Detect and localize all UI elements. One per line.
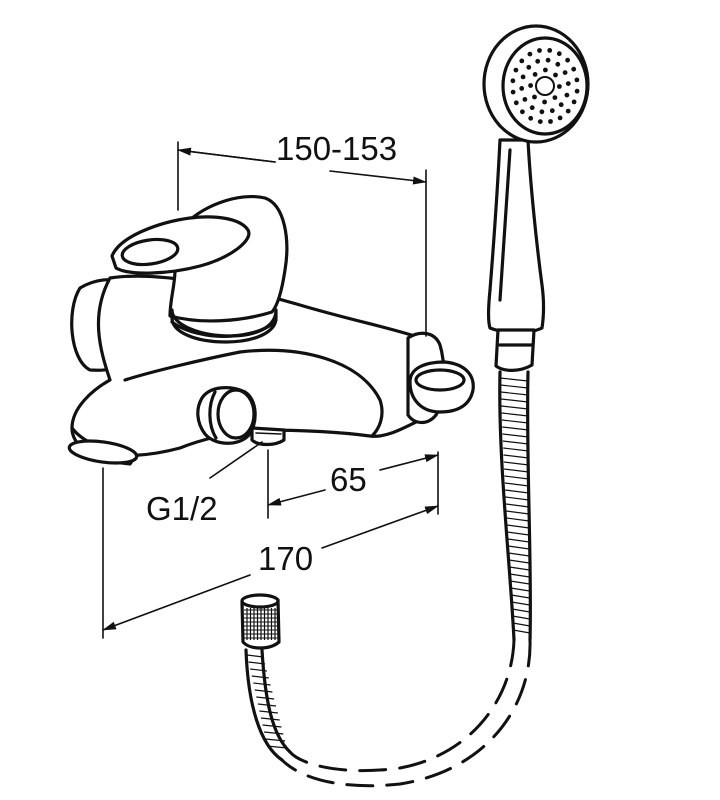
lever-handle [110,195,289,344]
dimension-label-outlet-offset: 65 [330,461,367,498]
dimension-label-thread: G1/2 [146,490,218,527]
thread-leader-line [209,441,263,479]
hose-nut-knurling [244,608,278,640]
shower-head-nozzles [510,48,580,124]
shower-holder [408,360,475,414]
dimension-label-overall-width: 170 [258,540,313,577]
dimension-top-width [177,141,427,337]
dimension-overall-width [102,467,439,639]
inlet-connection [250,426,286,447]
hose-corrugation [247,377,531,749]
hand-shower [482,24,590,372]
diverter-knob [196,386,257,445]
dimension-label-top-width: 150-153 [276,130,397,167]
dimension-outlet-offset [267,449,439,519]
mixer-body [67,274,446,466]
